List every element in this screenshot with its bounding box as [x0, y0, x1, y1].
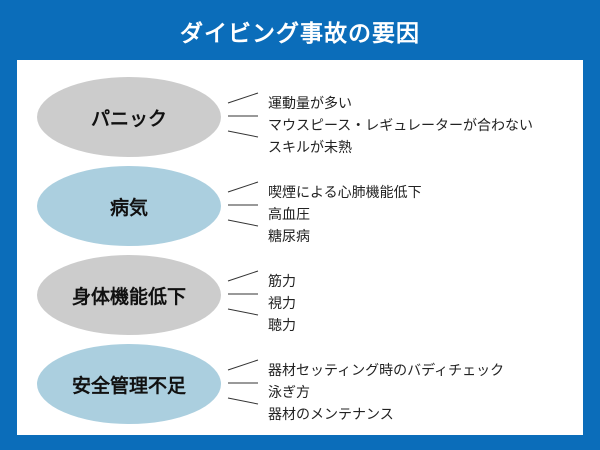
list-item: 運動量が多い	[268, 96, 352, 112]
list-item: 筋力	[268, 274, 296, 290]
factor-ellipse: パニック	[37, 77, 221, 157]
connector-lines	[227, 359, 259, 405]
list-item: 聴力	[268, 318, 296, 334]
factor-group-illness: 病気 喫煙による心肺機能低下 高血圧 糖尿病	[17, 162, 583, 250]
list-item: マウスピース・レギュレーターが合わない	[268, 118, 534, 134]
connector-lines	[227, 270, 259, 316]
factor-group-physical-decline: 身体機能低下 筋力 視力 聴力	[17, 251, 583, 339]
list-item: 視力	[268, 296, 296, 312]
list-item: 器材のメンテナンス	[268, 407, 394, 423]
list-item: 器材セッティング時のバディチェック	[268, 363, 505, 379]
list-item: 糖尿病	[268, 229, 310, 245]
list-item: 喫煙による心肺機能低下	[268, 185, 422, 201]
factor-ellipse: 身体機能低下	[37, 255, 221, 335]
factor-group-safety-management: 安全管理不足 器材セッティング時のバディチェック 泳ぎ方 器材のメンテナンス	[17, 340, 583, 428]
diagram-panel: パニック 運動量が多い マウスピース・レギュレーターが合わない スキルが未熟 病…	[17, 60, 583, 435]
connector-lines	[227, 181, 259, 227]
connector-lines	[227, 92, 259, 138]
list-item: 高血圧	[268, 207, 310, 223]
factor-group-panic: パニック 運動量が多い マウスピース・レギュレーターが合わない スキルが未熟	[17, 73, 583, 161]
factor-ellipse: 病気	[37, 166, 221, 246]
list-item: スキルが未熟	[268, 140, 352, 156]
list-item: 泳ぎ方	[268, 385, 310, 401]
page-title: ダイビング事故の要因	[180, 21, 420, 47]
factor-ellipse: 安全管理不足	[37, 344, 221, 424]
